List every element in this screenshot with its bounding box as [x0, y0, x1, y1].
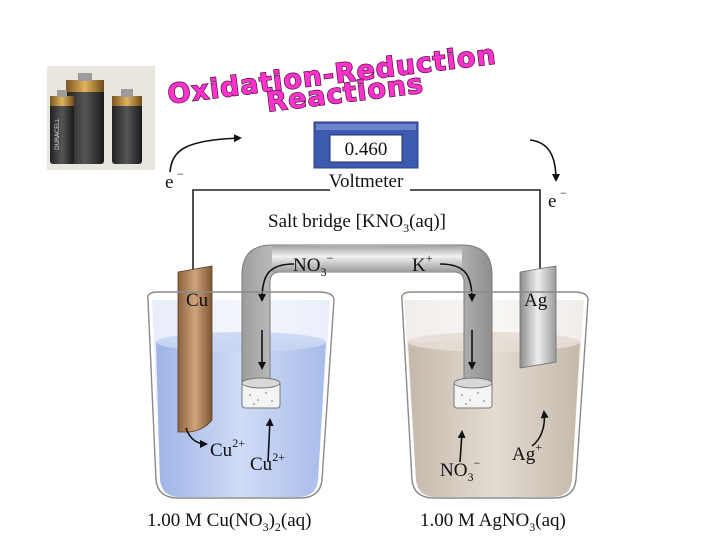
right-ion-label-2: NO3− — [440, 456, 480, 484]
batteries-photo: DURACELL — [47, 66, 155, 170]
svg-text:e: e — [548, 191, 556, 212]
right-solution — [408, 342, 580, 497]
bridge-ion-arrows — [258, 263, 476, 370]
bridge-anion-label: NO3− — [293, 251, 333, 279]
copper-electrode: Cu — [177, 265, 213, 433]
svg-text:−: − — [560, 186, 567, 200]
external-circuit-wires — [192, 189, 541, 270]
cell-ion-arrows — [185, 410, 549, 463]
electron-label-right: e − — [548, 186, 567, 212]
voltmeter-label: Voltmeter — [329, 171, 404, 192]
right-solution-caption: 1.00 M AgNO3(aq) — [420, 510, 566, 534]
svg-text:Cu2+: Cu2+ — [210, 436, 245, 461]
svg-text:1.00 M Cu(NO3)2(aq): 1.00 M Cu(NO3)2(aq) — [147, 510, 312, 534]
svg-text:−: − — [177, 167, 184, 181]
battery-brand: DURACELL — [54, 118, 61, 150]
electron-label-left: e − — [165, 167, 184, 193]
silver-electrode-label: Ag — [524, 290, 548, 311]
left-solution-caption: 1.00 M Cu(NO3)2(aq) — [147, 510, 312, 534]
electron-flow-arrow-right — [529, 139, 560, 182]
right-ion-label-1: Ag+ — [512, 440, 542, 465]
bridge-cation-label: K+ — [412, 251, 433, 276]
svg-text:1.00 M AgNO3(aq): 1.00 M AgNO3(aq) — [420, 510, 566, 534]
left-ion-label-2: Cu2+ — [250, 450, 285, 475]
right-beaker-outline — [401, 291, 589, 499]
silver-electrode: Ag — [519, 265, 557, 369]
left-ion-label-1: Cu2+ — [210, 436, 245, 461]
copper-electrode-label: Cu — [186, 290, 209, 311]
electron-flow-arrow-left — [169, 134, 242, 173]
left-beaker-outline — [147, 291, 335, 499]
svg-text:Cu2+: Cu2+ — [250, 450, 285, 475]
svg-text:NO3−: NO3− — [293, 251, 333, 279]
svg-text:NO3−: NO3− — [440, 456, 480, 484]
voltmeter: 0.460 Voltmeter — [313, 121, 419, 192]
svg-text:K+: K+ — [412, 251, 433, 276]
right-beaker — [404, 300, 584, 497]
page-title: Oxidation-Reduction Reactions — [165, 39, 499, 120]
svg-text:Ag+: Ag+ — [512, 440, 542, 465]
svg-text:e: e — [165, 172, 173, 193]
salt-bridge-label: Salt bridge [KNO3(aq)] — [268, 211, 446, 235]
salt-bridge-tube — [241, 244, 493, 409]
voltmeter-reading: 0.460 — [345, 139, 388, 160]
svg-text:Salt bridge [KNO3(aq)]: Salt bridge [KNO3(aq)] — [268, 211, 446, 235]
